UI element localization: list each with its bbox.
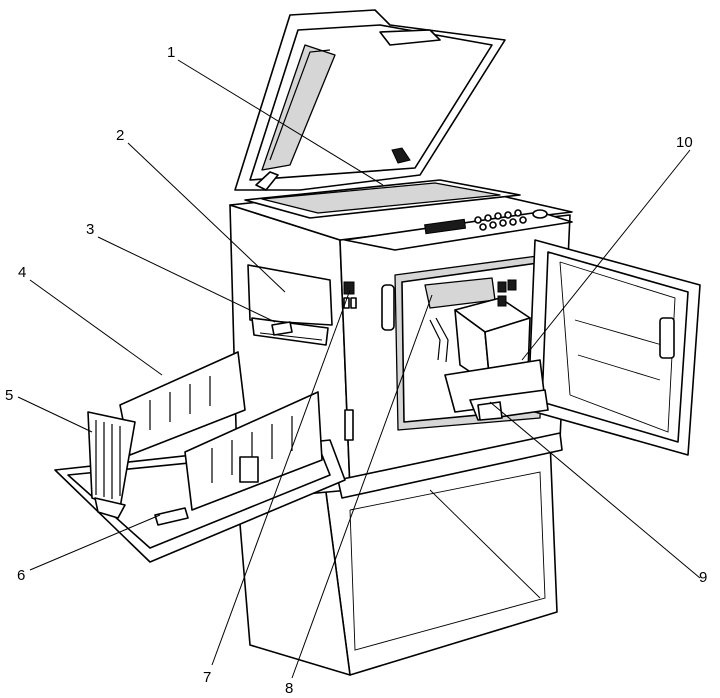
receiving-tray bbox=[54, 351, 346, 563]
control-panel bbox=[344, 209, 573, 251]
feed-tray-area bbox=[247, 264, 333, 346]
document-feeder-lid bbox=[234, 9, 506, 191]
machine-stand bbox=[237, 439, 558, 676]
front-door bbox=[527, 239, 701, 456]
callout-2: 2 bbox=[116, 127, 124, 144]
side-switches bbox=[343, 281, 357, 309]
scanner-platen bbox=[244, 179, 521, 219]
callout-4: 4 bbox=[18, 264, 26, 281]
callout-3: 3 bbox=[86, 221, 94, 238]
callout-6: 6 bbox=[17, 567, 25, 584]
callout-leaders bbox=[17, 59, 701, 679]
callout-5: 5 bbox=[5, 387, 13, 404]
callout-labels: 1 2 3 4 5 6 7 8 9 10 bbox=[5, 44, 707, 697]
callout-10: 10 bbox=[676, 134, 693, 151]
callout-9: 9 bbox=[699, 569, 707, 586]
ink-unit bbox=[424, 277, 549, 421]
callout-8: 8 bbox=[285, 680, 293, 697]
callout-7: 7 bbox=[203, 669, 211, 686]
callout-1: 1 bbox=[167, 44, 175, 61]
